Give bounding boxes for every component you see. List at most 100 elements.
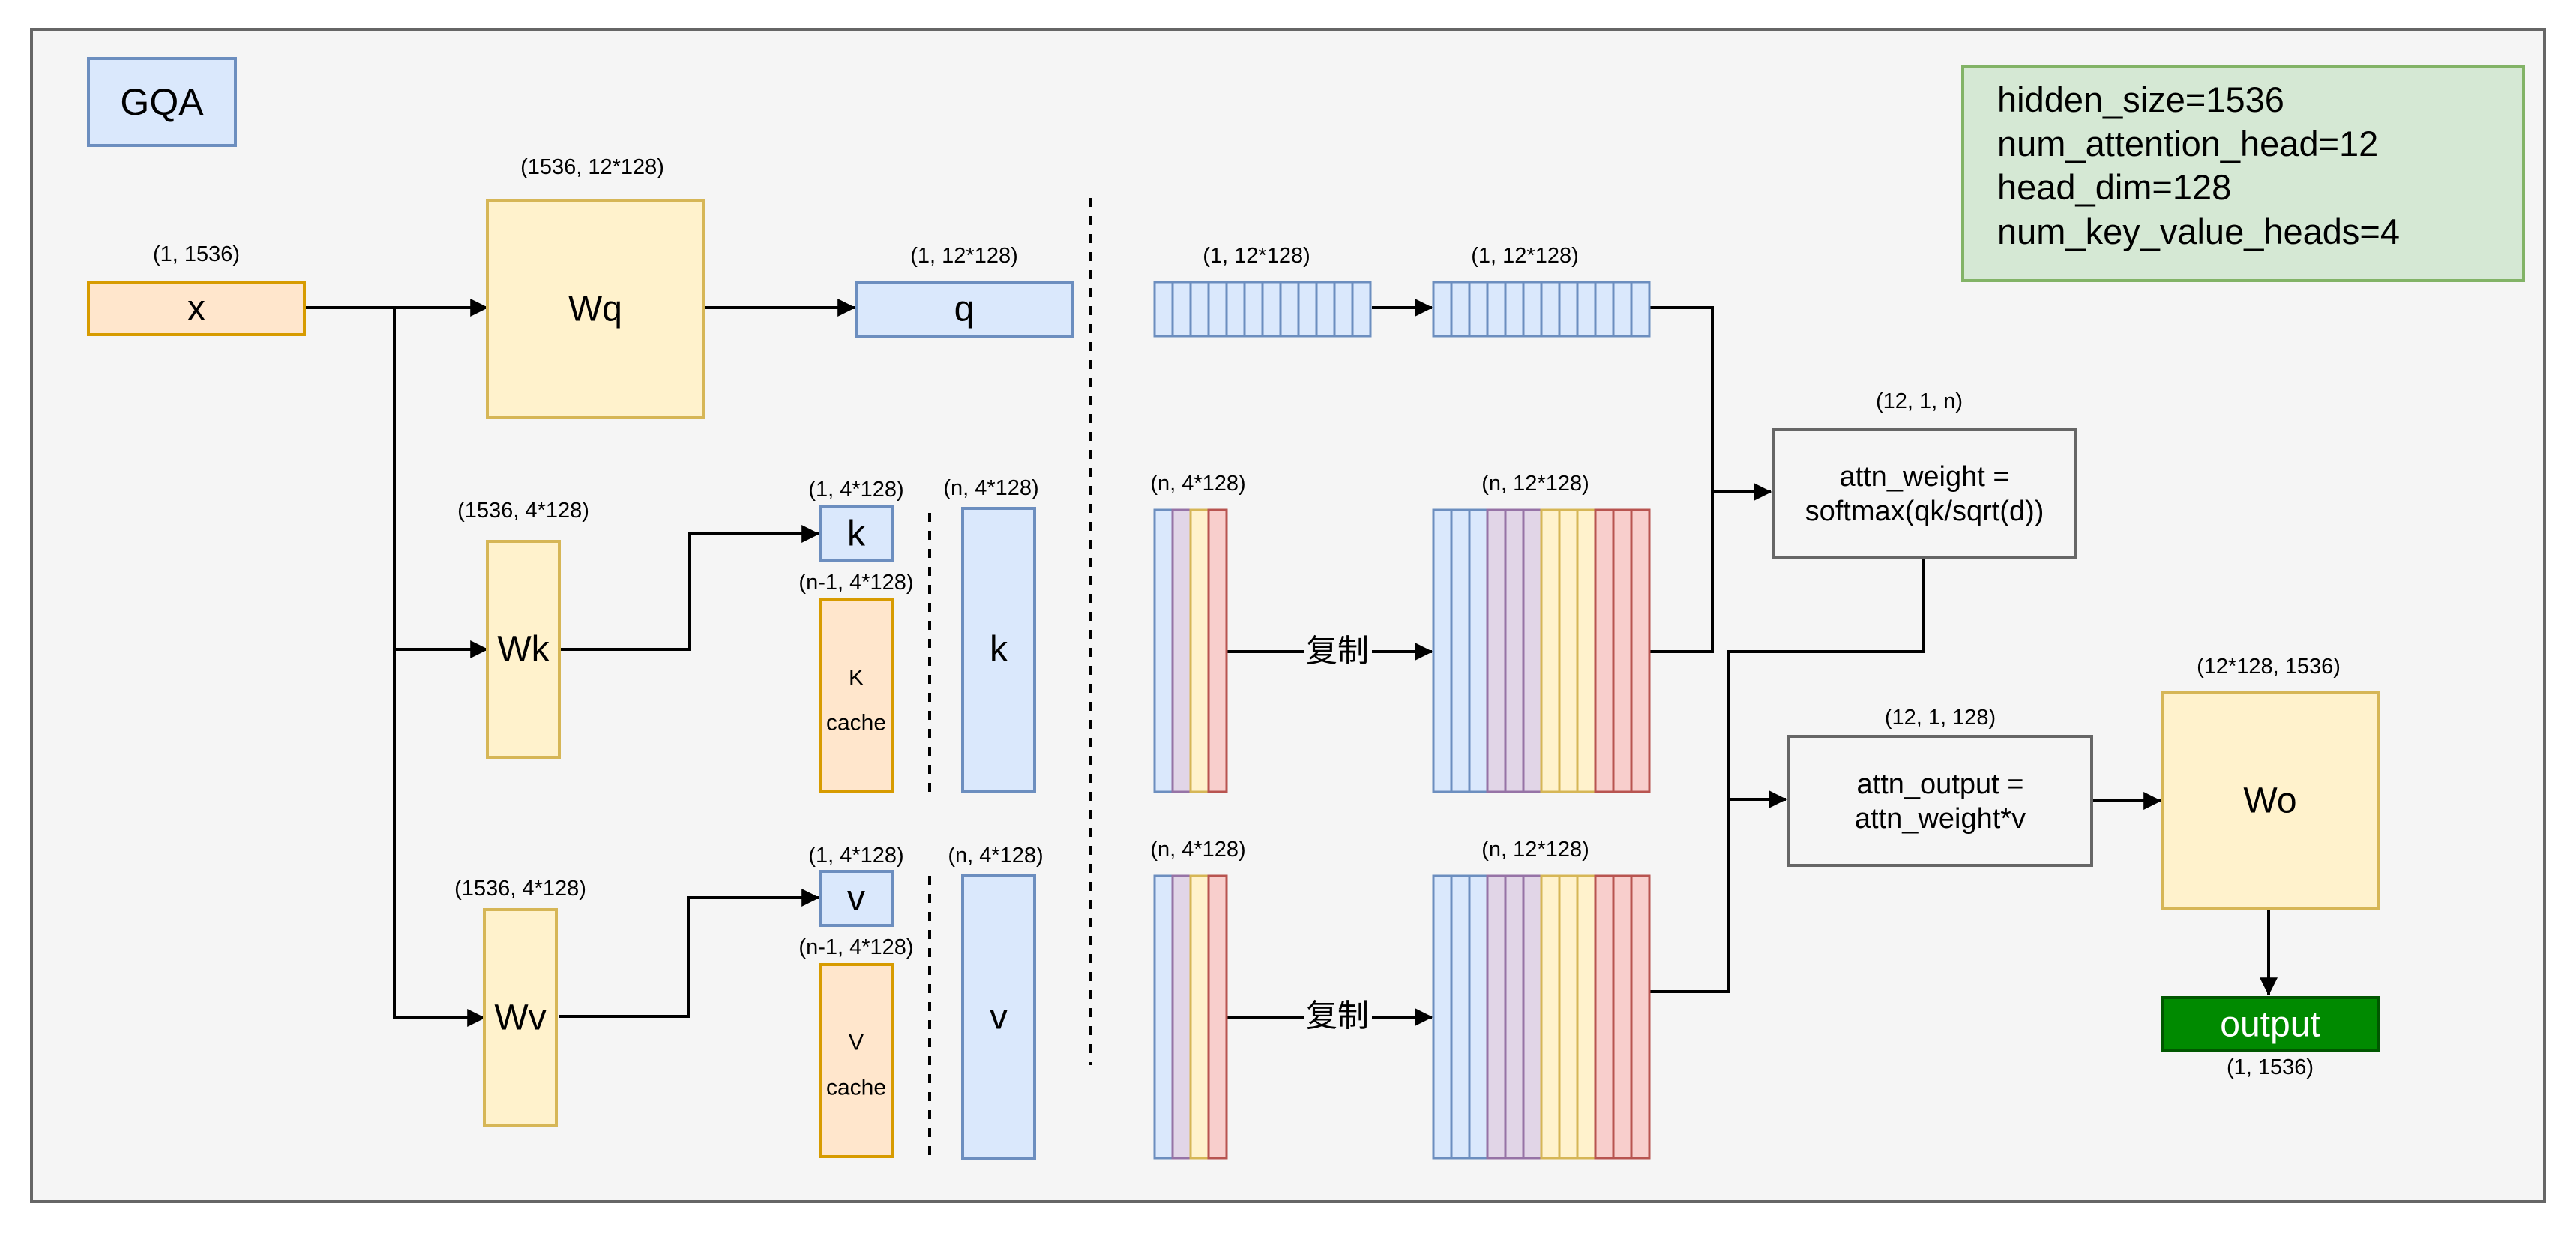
- head-strip: [1279, 280, 1300, 338]
- edge-x-wv: [393, 650, 486, 1027]
- attn-output-line2: attn_weight*v: [1855, 803, 2026, 835]
- wo-dim: (12*128, 1536): [2197, 655, 2341, 679]
- wk-label: Wk: [497, 630, 550, 670]
- head-strip: [1189, 280, 1210, 338]
- head-strip: [1504, 280, 1525, 338]
- k-cache-node: K cache: [819, 598, 894, 794]
- head-strip: [1504, 874, 1525, 1160]
- head-strip: [1171, 508, 1192, 794]
- wo-label: Wo: [2243, 782, 2296, 821]
- head-strip: [1432, 508, 1453, 794]
- config-box: hidden_size=1536 num_attention_head=12 h…: [1961, 64, 2525, 282]
- v-heads-dim: (n, 4*128): [1150, 838, 1245, 862]
- head-strip: [1243, 280, 1264, 338]
- wv-dim: (1536, 4*128): [454, 877, 586, 901]
- wk-dim: (1536, 4*128): [457, 499, 589, 523]
- head-strip: [1558, 280, 1579, 338]
- v-rep-bundle: [1432, 874, 1651, 1160]
- head-strip: [1558, 874, 1579, 1160]
- head-strip: [1351, 280, 1372, 338]
- output-dim: (1, 1536): [2227, 1055, 2314, 1079]
- k-full-label: k: [990, 630, 1008, 670]
- head-strip: [1540, 280, 1561, 338]
- config-line: num_attention_head=12: [1997, 124, 2378, 164]
- head-strip: [1171, 280, 1192, 338]
- k-new-dim: (1, 4*128): [808, 478, 903, 502]
- output-label: output: [2220, 1005, 2320, 1045]
- attn-weight-node: attn_weight = softmax(qk/sqrt(d)): [1772, 428, 2077, 560]
- head-strip: [1522, 874, 1543, 1160]
- attn-weight-line2: softmax(qk/sqrt(d)): [1805, 496, 2044, 527]
- v-rep-dim: (n, 12*128): [1481, 838, 1589, 862]
- k-heads-dim: (n, 4*128): [1150, 472, 1245, 496]
- v-cache-node: V cache: [819, 963, 894, 1158]
- head-strip: [1207, 508, 1228, 794]
- v-cache-label-line2: cache: [826, 1076, 886, 1100]
- k-cache-label-line2: cache: [826, 711, 886, 736]
- head-strip: [1450, 874, 1471, 1160]
- v-full-node: v: [961, 874, 1036, 1160]
- wq-label: Wq: [568, 290, 622, 329]
- k-heads-bundle: [1153, 508, 1228, 794]
- x-node: x: [87, 280, 306, 336]
- edge-v-attn-output: [1649, 800, 1730, 993]
- head-strip: [1207, 280, 1228, 338]
- config-line: hidden_size=1536: [1997, 80, 2284, 119]
- title-text: GQA: [120, 81, 204, 123]
- head-strip: [1630, 874, 1651, 1160]
- wq-dim: (1536, 12*128): [520, 155, 664, 179]
- head-strip: [1594, 280, 1615, 338]
- head-strip: [1189, 508, 1210, 794]
- head-strip: [1630, 508, 1651, 794]
- head-strip: [1612, 508, 1633, 794]
- q-dim: (1, 12*128): [910, 244, 1018, 268]
- head-strip: [1153, 508, 1174, 794]
- q-node: q: [855, 280, 1074, 338]
- head-strip: [1522, 508, 1543, 794]
- head-strip: [1612, 280, 1633, 338]
- k-rep-dim: (n, 12*128): [1481, 472, 1589, 496]
- head-strip: [1432, 280, 1453, 338]
- head-strip: [1315, 280, 1336, 338]
- v-new-dim: (1, 4*128): [808, 844, 903, 868]
- output-node: output: [2161, 996, 2380, 1052]
- k-full-node: k: [961, 507, 1036, 794]
- q-heads-bundle: [1153, 280, 1372, 338]
- edge-wv-v: [559, 889, 820, 1018]
- head-strip: [1486, 874, 1507, 1160]
- x-dim: (1, 1536): [153, 242, 240, 266]
- head-strip: [1225, 280, 1246, 338]
- attn-weight-dim: (12, 1, n): [1876, 389, 1963, 413]
- head-strip: [1297, 280, 1318, 338]
- edge-wk-k: [559, 525, 820, 651]
- head-strip: [1333, 280, 1354, 338]
- k-new-label: k: [847, 514, 866, 554]
- edges: [304, 298, 2278, 1027]
- attn-output-node: attn_output = attn_weight*v: [1787, 735, 2093, 867]
- wk-node: Wk: [486, 540, 561, 759]
- head-strip: [1189, 874, 1210, 1160]
- copy-label-k: 复制: [1306, 634, 1369, 669]
- head-strip: [1558, 508, 1579, 794]
- head-strip: [1468, 508, 1489, 794]
- head-strip: [1576, 874, 1597, 1160]
- wq-node: Wq: [486, 200, 705, 418]
- head-strip: [1486, 508, 1507, 794]
- head-strip: [1261, 280, 1282, 338]
- config-line: num_key_value_heads=4: [1997, 212, 2400, 251]
- q-heads-out-dim: (1, 12*128): [1471, 244, 1579, 268]
- head-strip: [1540, 508, 1561, 794]
- v-heads-bundle: [1153, 874, 1228, 1160]
- head-strip: [1153, 280, 1174, 338]
- head-strip: [1612, 874, 1633, 1160]
- head-strip: [1504, 508, 1525, 794]
- v-full-label: v: [990, 998, 1008, 1037]
- attn-output-dim: (12, 1, 128): [1885, 706, 1996, 730]
- head-strip: [1522, 280, 1543, 338]
- attn-output-line1: attn_output =: [1857, 769, 2024, 800]
- head-strip: [1153, 874, 1174, 1160]
- head-strip: [1576, 280, 1597, 338]
- k-full-dim: (n, 4*128): [943, 476, 1038, 500]
- v-new-label: v: [847, 879, 865, 919]
